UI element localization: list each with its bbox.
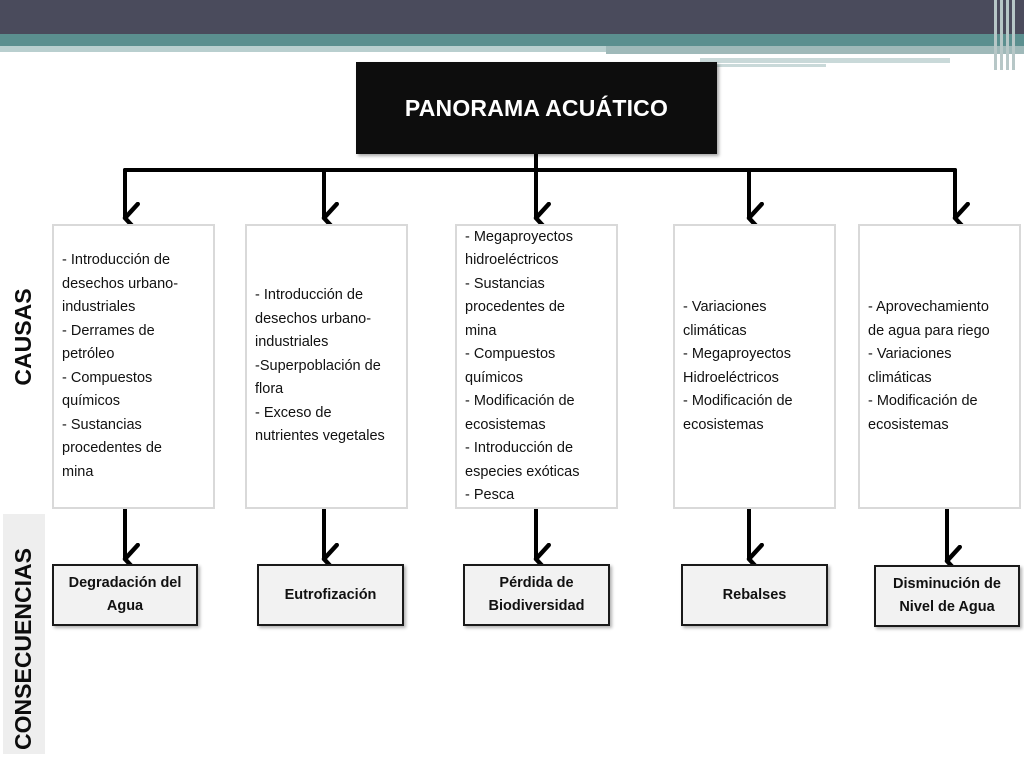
corner-stripe (994, 0, 997, 70)
cause-text-line: - Variaciones (868, 346, 952, 362)
cause-text-line: - Introducción de (62, 252, 171, 268)
cause-text-line: mina (465, 322, 497, 339)
cause-text-line: - Compuestos (62, 369, 153, 386)
consequence-text-line: Biodiversidad (488, 598, 585, 614)
header-band-light (0, 46, 606, 52)
cause-text-line: - Compuestos (465, 346, 556, 362)
cause-text-line: petróleo (62, 346, 115, 362)
cause-text-line: - Megaproyectos (465, 228, 573, 245)
cause-text-line: - Exceso de (255, 404, 332, 421)
cause-box-1: - Introducción de desechos urbano- indus… (52, 224, 215, 509)
corner-stripe (1006, 0, 1009, 70)
cause-box-2: - Introducción de desechos urbano- indus… (245, 224, 408, 509)
consequence-text-line: Agua (106, 598, 144, 614)
corner-stripe (1012, 0, 1015, 70)
causes-label: CAUSAS (9, 288, 36, 386)
cause-text-line: industriales (62, 299, 136, 315)
cause-text-line: nutrientes vegetales (255, 428, 385, 445)
cause-text-line: flora (255, 381, 284, 398)
consequence-text-line: Nivel de Agua (899, 599, 995, 615)
cause-text-line: mina (62, 463, 94, 480)
cause-text-line: ecosistemas (465, 416, 546, 433)
corner-stripe (1000, 0, 1003, 70)
cause-text-line: desechos urbano- (62, 275, 179, 292)
cause-text-line: procedentes de (62, 440, 162, 456)
cause-text-line: químicos (465, 369, 524, 386)
consequence-text-line: Eutrofización (284, 586, 377, 603)
consequences-label-background (3, 514, 45, 754)
cause-text-line: ecosistemas (683, 416, 764, 433)
cause-text-line: - Pesca (465, 487, 515, 503)
consequence-box-4: Rebalses (681, 564, 828, 626)
cause-text-line: - Megaproyectos (683, 346, 791, 362)
cause-text-line: - Sustancias (62, 416, 142, 433)
cause-text-line: de agua para riego (868, 322, 990, 339)
cause-text-line: especies exóticas (465, 463, 580, 480)
header-band-thin (700, 58, 950, 63)
consequence-text-line: Rebalses (722, 586, 787, 603)
cause-text-line: - Modificación de (683, 393, 793, 409)
cause-text-line: - Sustancias (465, 275, 545, 292)
consequence-box-5: Disminución de Nivel de Agua (874, 565, 1020, 627)
cause-box-4: - Variaciones climáticas - Megaproyectos… (673, 224, 836, 509)
cause-text-line: -Superpoblación de (255, 357, 381, 374)
cause-text-line: industriales (255, 334, 329, 351)
cause-text-line: - Variaciones (683, 299, 767, 315)
consequence-box-2: Eutrofización (257, 564, 404, 626)
cause-text-line: - Modificación de (868, 393, 978, 409)
header-band-teal (0, 34, 1024, 46)
consequence-text-line: Pérdida de (499, 575, 574, 591)
consequence-box-1: Degradación del Agua (52, 564, 198, 626)
cause-box-3: - Megaproyectos hidroeléctricos - Sustan… (455, 224, 618, 509)
consequence-box-3: Pérdida de Biodiversidad (463, 564, 610, 626)
cause-text-line: - Modificación de (465, 393, 575, 409)
header-band-dark (0, 0, 1024, 34)
consequence-text-line: Disminución de (893, 576, 1001, 592)
header-band-light-right (606, 46, 1024, 54)
cause-text-line: Hidroeléctricos (683, 369, 779, 386)
cause-box-5: - Aprovechamiento de agua para riego - V… (858, 224, 1021, 509)
cause-text-line: desechos urbano- (255, 310, 372, 327)
cause-text-line: - Derrames de (62, 322, 155, 339)
cause-text-line: hidroeléctricos (465, 252, 559, 268)
cause-text-line: ecosistemas (868, 416, 949, 433)
consequences-label: CONSECUENCIAS (9, 548, 36, 750)
cause-text-line: - Introducción de (465, 440, 574, 456)
cause-text-line: - Aprovechamiento (868, 299, 989, 315)
consequence-text-line: Degradación del (68, 575, 182, 591)
cause-text-line: químicos (62, 393, 121, 409)
cause-text-line: climáticas (683, 322, 747, 339)
cause-text-line: - Introducción de (255, 287, 364, 304)
cause-text-line: procedentes de (465, 299, 565, 315)
cause-text-line: climáticas (868, 369, 932, 386)
diagram-title: PANORAMA ACUÁTICO (356, 62, 717, 154)
